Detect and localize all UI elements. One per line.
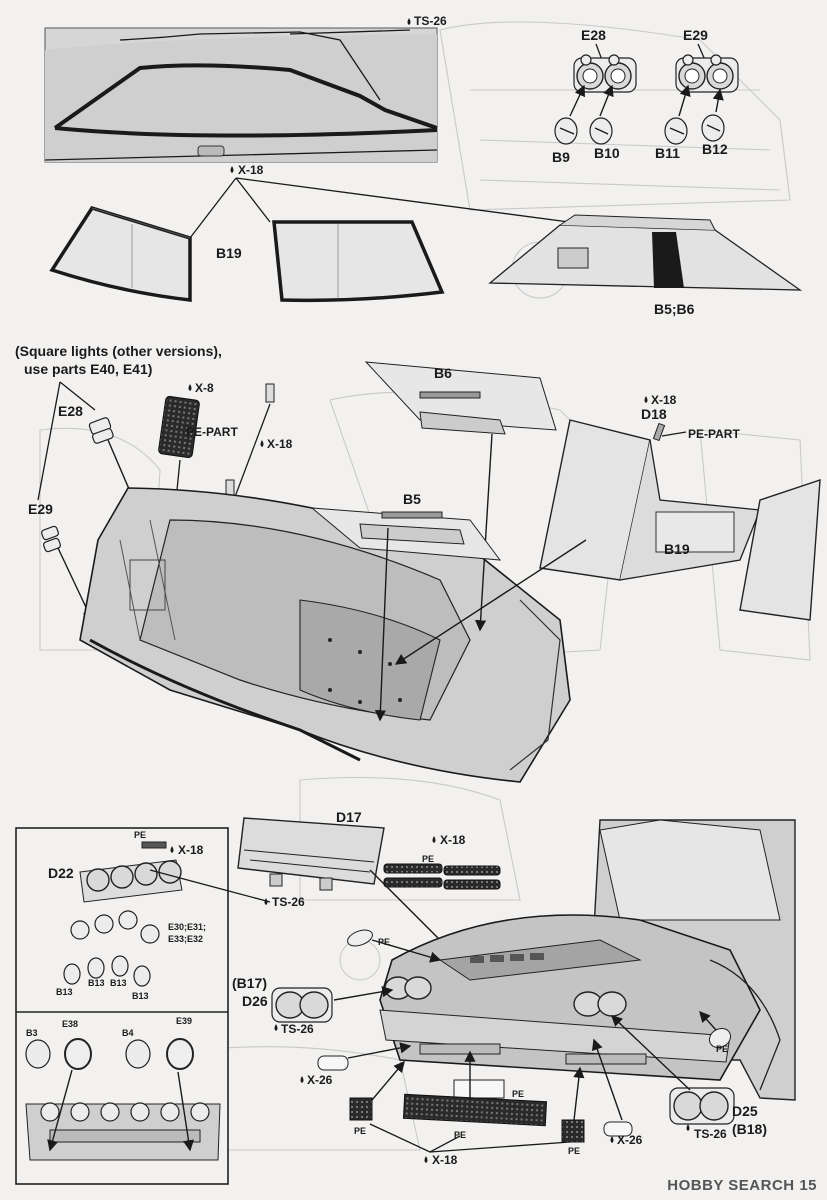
b4-label: B4	[122, 1028, 134, 1038]
ts26-left-label: TS-26	[281, 1022, 314, 1036]
x26-left-label: X-26	[307, 1073, 333, 1087]
d18-label: D18	[641, 406, 667, 422]
fog-lens-right: X-26	[591, 1038, 643, 1147]
pe-grille-label: PE	[422, 854, 434, 864]
b13-b-label: B13	[88, 978, 105, 988]
b5b6-label: B5;B6	[654, 301, 695, 317]
pe-part-right-label: PE-PART	[688, 427, 740, 441]
b3-label: B3	[26, 1028, 38, 1038]
square-lights-note: (Square lights (other versions), use par…	[15, 343, 222, 501]
x18-grille-label: X-18	[440, 833, 466, 847]
page-number: 15	[799, 1177, 817, 1194]
ts26-top-label: TS-26	[414, 14, 447, 28]
d17-label: D17	[336, 809, 362, 825]
e29-mid-label: E29	[28, 501, 53, 517]
pe-side-part: PE PE	[347, 929, 732, 1054]
x18-mid-label: X-18	[267, 437, 293, 451]
b17-label: (B17)	[232, 975, 267, 991]
pe-part-left-label: PE-PART	[186, 425, 238, 439]
b13-d-label: B13	[132, 991, 149, 1001]
b5-glass-part: B5	[310, 491, 502, 722]
b10-label: B10	[594, 145, 620, 161]
bumper-mesh-parts: PE PE PE PE X-18	[349, 1050, 585, 1167]
headlight-d26: (B17) D26 TS-26	[232, 975, 394, 1036]
ts26-right-label: TS-26	[694, 1127, 727, 1141]
headlight-d25: TS-26 D25 (B18)	[610, 1015, 767, 1141]
b11-label: B11	[655, 145, 680, 161]
note-line-2: use parts E40, E41)	[24, 361, 152, 377]
e29-light-assembly	[675, 54, 739, 93]
e28-top-label: E28	[581, 27, 606, 43]
e38-label: E38	[62, 1019, 78, 1029]
pe-bumper-center-label: PE	[512, 1089, 524, 1099]
b13-c-label: B13	[110, 978, 127, 988]
fog-lens-left: X-26	[300, 1042, 412, 1087]
e28-e29-side-parts: E28 E29	[28, 403, 140, 622]
ts26-paint-callout-top: TS-26	[289, 14, 447, 35]
b9-label: B9	[552, 149, 570, 165]
ts26-grille-label: TS-26	[272, 895, 305, 909]
pe-bottom-right-label: PE	[568, 1146, 580, 1156]
b19-mid-label: B19	[664, 541, 690, 557]
pe-bottom-center-label: PE	[454, 1130, 466, 1140]
d26-label: D26	[242, 993, 268, 1009]
b5-label: B5	[403, 491, 421, 507]
window-insert-b5-b6: B5;B6	[488, 214, 803, 317]
watermark: HOBBY SEARCH 15	[667, 1177, 817, 1194]
e39-label: E39	[176, 1016, 192, 1026]
headlight-detail-inset: PE X-18 D22 E30;E31; E33;E32 B13 B13 B13…	[15, 827, 229, 1185]
car-front-body	[379, 819, 796, 1101]
windshield-interior-panel	[44, 27, 438, 163]
pe-hood-label: PE	[378, 937, 390, 947]
pe-side-label: PE	[716, 1044, 728, 1054]
rear-window-b19-parts: B19	[49, 205, 445, 303]
b13-a-label: B13	[56, 987, 73, 997]
e-group-label-2: E33;E32	[168, 934, 203, 944]
note-line-1: (Square lights (other versions),	[15, 343, 222, 359]
b6-glass-part: B6	[364, 361, 557, 632]
grille-d17: D17 X-18 PE TS-26	[149, 809, 501, 967]
e28-light-assembly	[573, 54, 637, 93]
b19-top-label: B19	[216, 245, 242, 261]
b18-label: (B18)	[732, 1121, 767, 1137]
e28-mid-label: E28	[58, 403, 83, 419]
x8-label: X-8	[195, 381, 214, 395]
rear-window-b19-mid: X-18 D18 PE-PART B19	[394, 393, 821, 665]
x18-right-label: X-18	[651, 393, 677, 407]
e-group-label-1: E30;E31;	[168, 922, 206, 932]
d25-label: D25	[732, 1103, 758, 1119]
pe-bottom-left-label: PE	[354, 1126, 366, 1136]
x18-top-label: X-18	[238, 163, 264, 177]
b6-label: B6	[434, 365, 452, 381]
x26-right-label: X-26	[617, 1133, 643, 1147]
x18-inset-label: X-18	[178, 843, 204, 857]
headlight-parts-e28-e29: E28 E29	[552, 27, 739, 165]
car-body-shell	[79, 487, 571, 783]
b12-label: B12	[702, 141, 728, 157]
e29-top-label: E29	[683, 27, 708, 43]
pe-inset-label: PE	[134, 830, 146, 840]
d22-label: D22	[48, 865, 74, 881]
x18-bottom-label: X-18	[432, 1153, 458, 1167]
